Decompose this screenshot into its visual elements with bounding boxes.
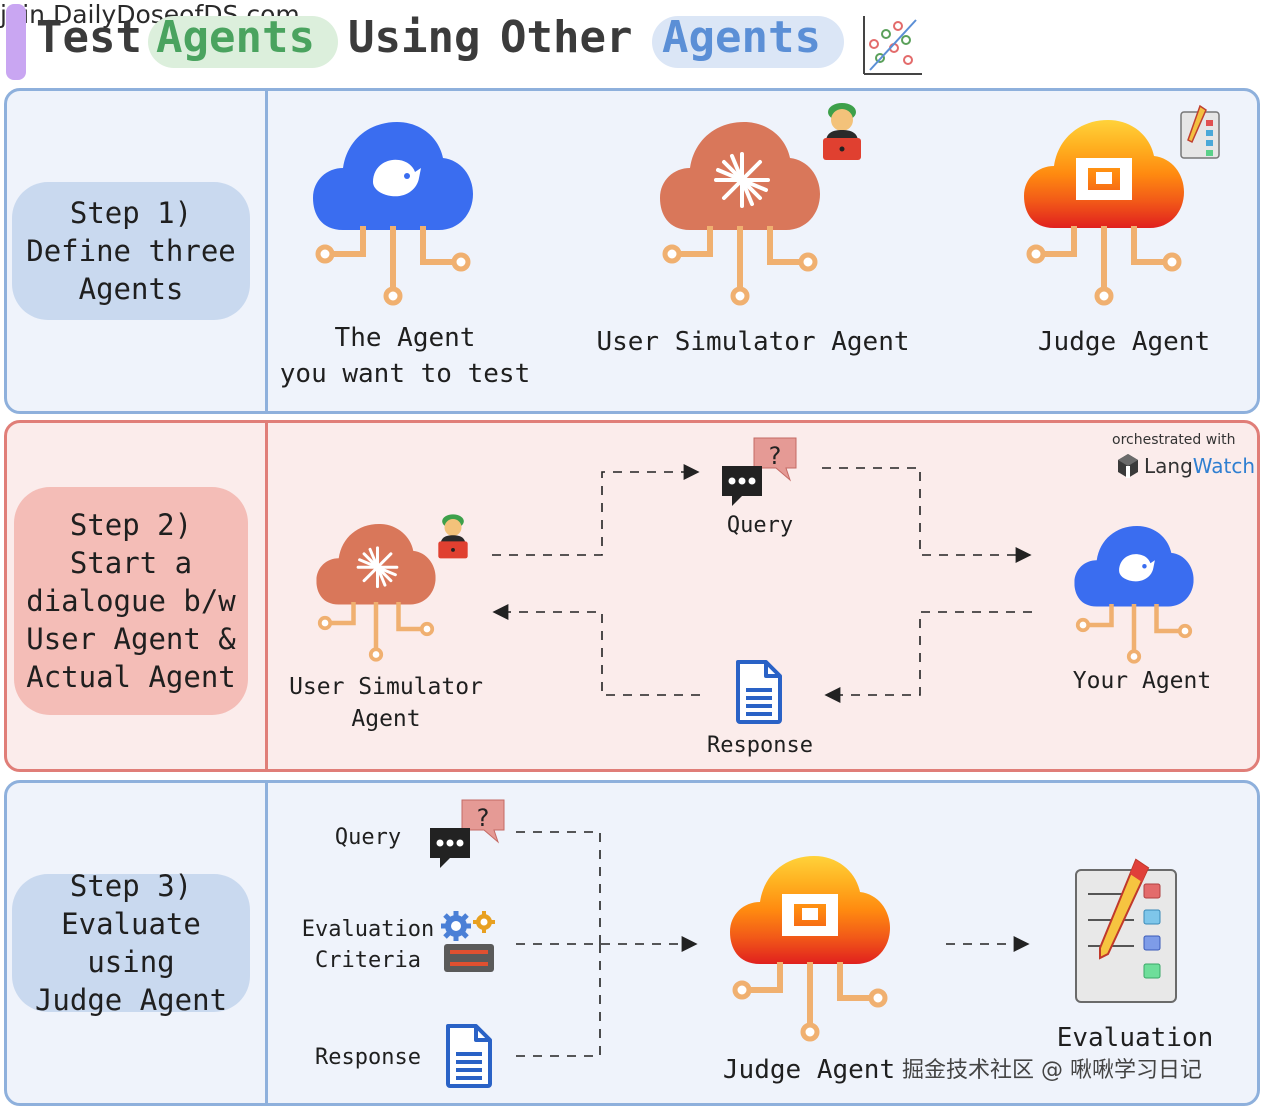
title-word-1: Agents — [156, 12, 315, 63]
svg-text:?: ? — [477, 804, 490, 832]
step2-query-label: Query — [726, 513, 794, 538]
step2-user-at-laptop-icon — [438, 514, 468, 559]
step3-judge-cloud-icon — [730, 856, 890, 966]
step3-divider — [265, 783, 268, 1103]
langwatch-watch: Watch — [1192, 454, 1256, 478]
langwatch-lang: Lang — [1144, 454, 1193, 478]
step2-divider — [265, 423, 268, 769]
langwatch-logo-icon — [1118, 454, 1138, 478]
step3-response-label: Response — [315, 1045, 421, 1070]
step3-response-document-icon — [446, 1024, 492, 1088]
evaluation-clipboard-small-icon — [1180, 104, 1220, 159]
dailydose-logo-icon — [863, 16, 922, 75]
response-out-path — [824, 611, 1032, 703]
query-bubbles-icon: ? — [722, 437, 797, 506]
user-at-laptop-icon — [823, 103, 861, 160]
step2-agent-cloud-icon — [1074, 526, 1194, 608]
step3-judge-label: Judge Agent — [722, 1055, 896, 1085]
simulator-cloud-icon — [660, 122, 820, 232]
step2-agent-label: Your Agent — [1072, 668, 1212, 694]
step3-query-path — [516, 831, 601, 944]
step3-evaluation-label: Evaluation — [1056, 1023, 1214, 1053]
title-word-2: Using — [348, 12, 481, 63]
step3-criteria-label: Evaluation Criteria — [301, 917, 435, 973]
watermark: 掘金技术社区 @ 啾啾学习日记 — [902, 1058, 1202, 1083]
evaluation-clipboard-icon — [1075, 858, 1177, 1003]
title-highlight-green — [148, 16, 338, 68]
query-out-path — [492, 464, 700, 556]
step3-response-path — [516, 944, 601, 1057]
criteria-gears-icon — [441, 911, 495, 972]
step2-pill: Step 2) Start a dialogue b/w User Agent … — [14, 487, 248, 715]
step3-title: Step 3) Evaluate using Judge Agent — [34, 869, 228, 1017]
step2-response-label: Response — [707, 733, 813, 758]
query-in-path — [822, 467, 1032, 563]
title-highlight-blue — [652, 16, 844, 68]
step1-simulator-label: User Simulator Agent — [596, 327, 910, 357]
langwatch-wordmark: LangWatch — [1144, 454, 1255, 478]
response-document-icon — [736, 660, 782, 724]
svg-text:?: ? — [769, 442, 782, 470]
judge-cloud-icon — [1024, 120, 1184, 230]
step2-simulator-cloud-icon — [316, 524, 436, 606]
step1-divider — [265, 91, 268, 411]
step1-judge-label: Judge Agent — [1037, 327, 1211, 357]
orchestrated-note: orchestrated with — [1112, 432, 1236, 448]
agent-cloud-icon — [313, 122, 473, 232]
title-word-0: Test — [36, 12, 142, 63]
step2-simulator-label: User Simulator Agent — [289, 674, 483, 732]
step1-pill: Step 1) Define three Agents — [12, 182, 250, 320]
title-word-3: Other — [500, 12, 633, 63]
step1-agent-label: The Agent you want to test — [279, 323, 531, 389]
step3-query-label: Query — [334, 825, 402, 850]
step1-title: Step 1) Define three Agents — [26, 196, 236, 306]
step2-title: Step 2) Start a dialogue b/w User Agent … — [26, 508, 236, 694]
title-word-4: Agents — [662, 12, 821, 63]
accent-bar — [6, 4, 26, 80]
step3-pill: Step 3) Evaluate using Judge Agent — [12, 869, 250, 1017]
step3-query-bubbles-icon: ? — [430, 799, 505, 868]
response-in-path — [492, 604, 700, 696]
